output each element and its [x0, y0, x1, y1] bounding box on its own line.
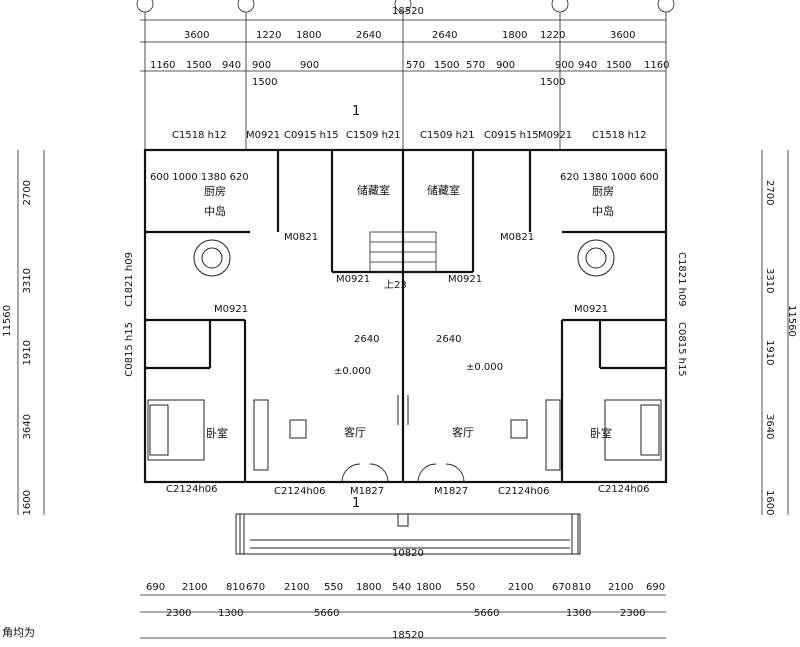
dining-tables: [193, 239, 615, 277]
porch: [235, 513, 581, 555]
stairs: [369, 231, 437, 273]
beds: [147, 399, 662, 461]
dimension-lines: [17, 0, 789, 639]
exterior-walls: [143, 148, 668, 484]
living-furniture: [253, 395, 561, 471]
entry-doors: [341, 463, 465, 483]
